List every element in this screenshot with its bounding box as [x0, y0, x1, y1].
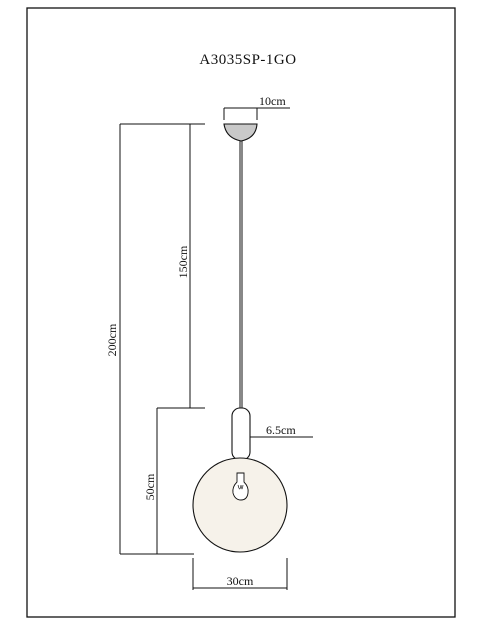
dim-holder-width: 6.5cm: [250, 423, 313, 438]
dim-total-height: 200cm: [105, 124, 121, 554]
model-title: A3035SP-1GO: [199, 52, 296, 68]
lamp-holder: [231, 407, 251, 461]
glass-globe: [192, 457, 288, 553]
dim-cord-length-label: 150cm: [176, 245, 190, 278]
dim-shade-diameter-label: 30cm: [227, 574, 254, 588]
pendant-lamp: [192, 123, 288, 553]
dim-cord-length: 150cm: [157, 124, 205, 409]
drawing-frame: [26, 7, 456, 618]
dim-shade-diameter: 30cm: [192, 558, 288, 590]
dim-shade-height-label: 50cm: [143, 473, 157, 500]
dim-canopy-label: 10cm: [259, 94, 286, 108]
dim-canopy: 10cm: [223, 94, 290, 120]
dim-total-height-label: 200cm: [105, 323, 119, 356]
bulb: [232, 472, 249, 501]
ceiling-canopy: [223, 123, 258, 142]
dim-holder-width-label: 6.5cm: [266, 423, 296, 437]
dim-shade-height: 50cm: [143, 408, 158, 554]
